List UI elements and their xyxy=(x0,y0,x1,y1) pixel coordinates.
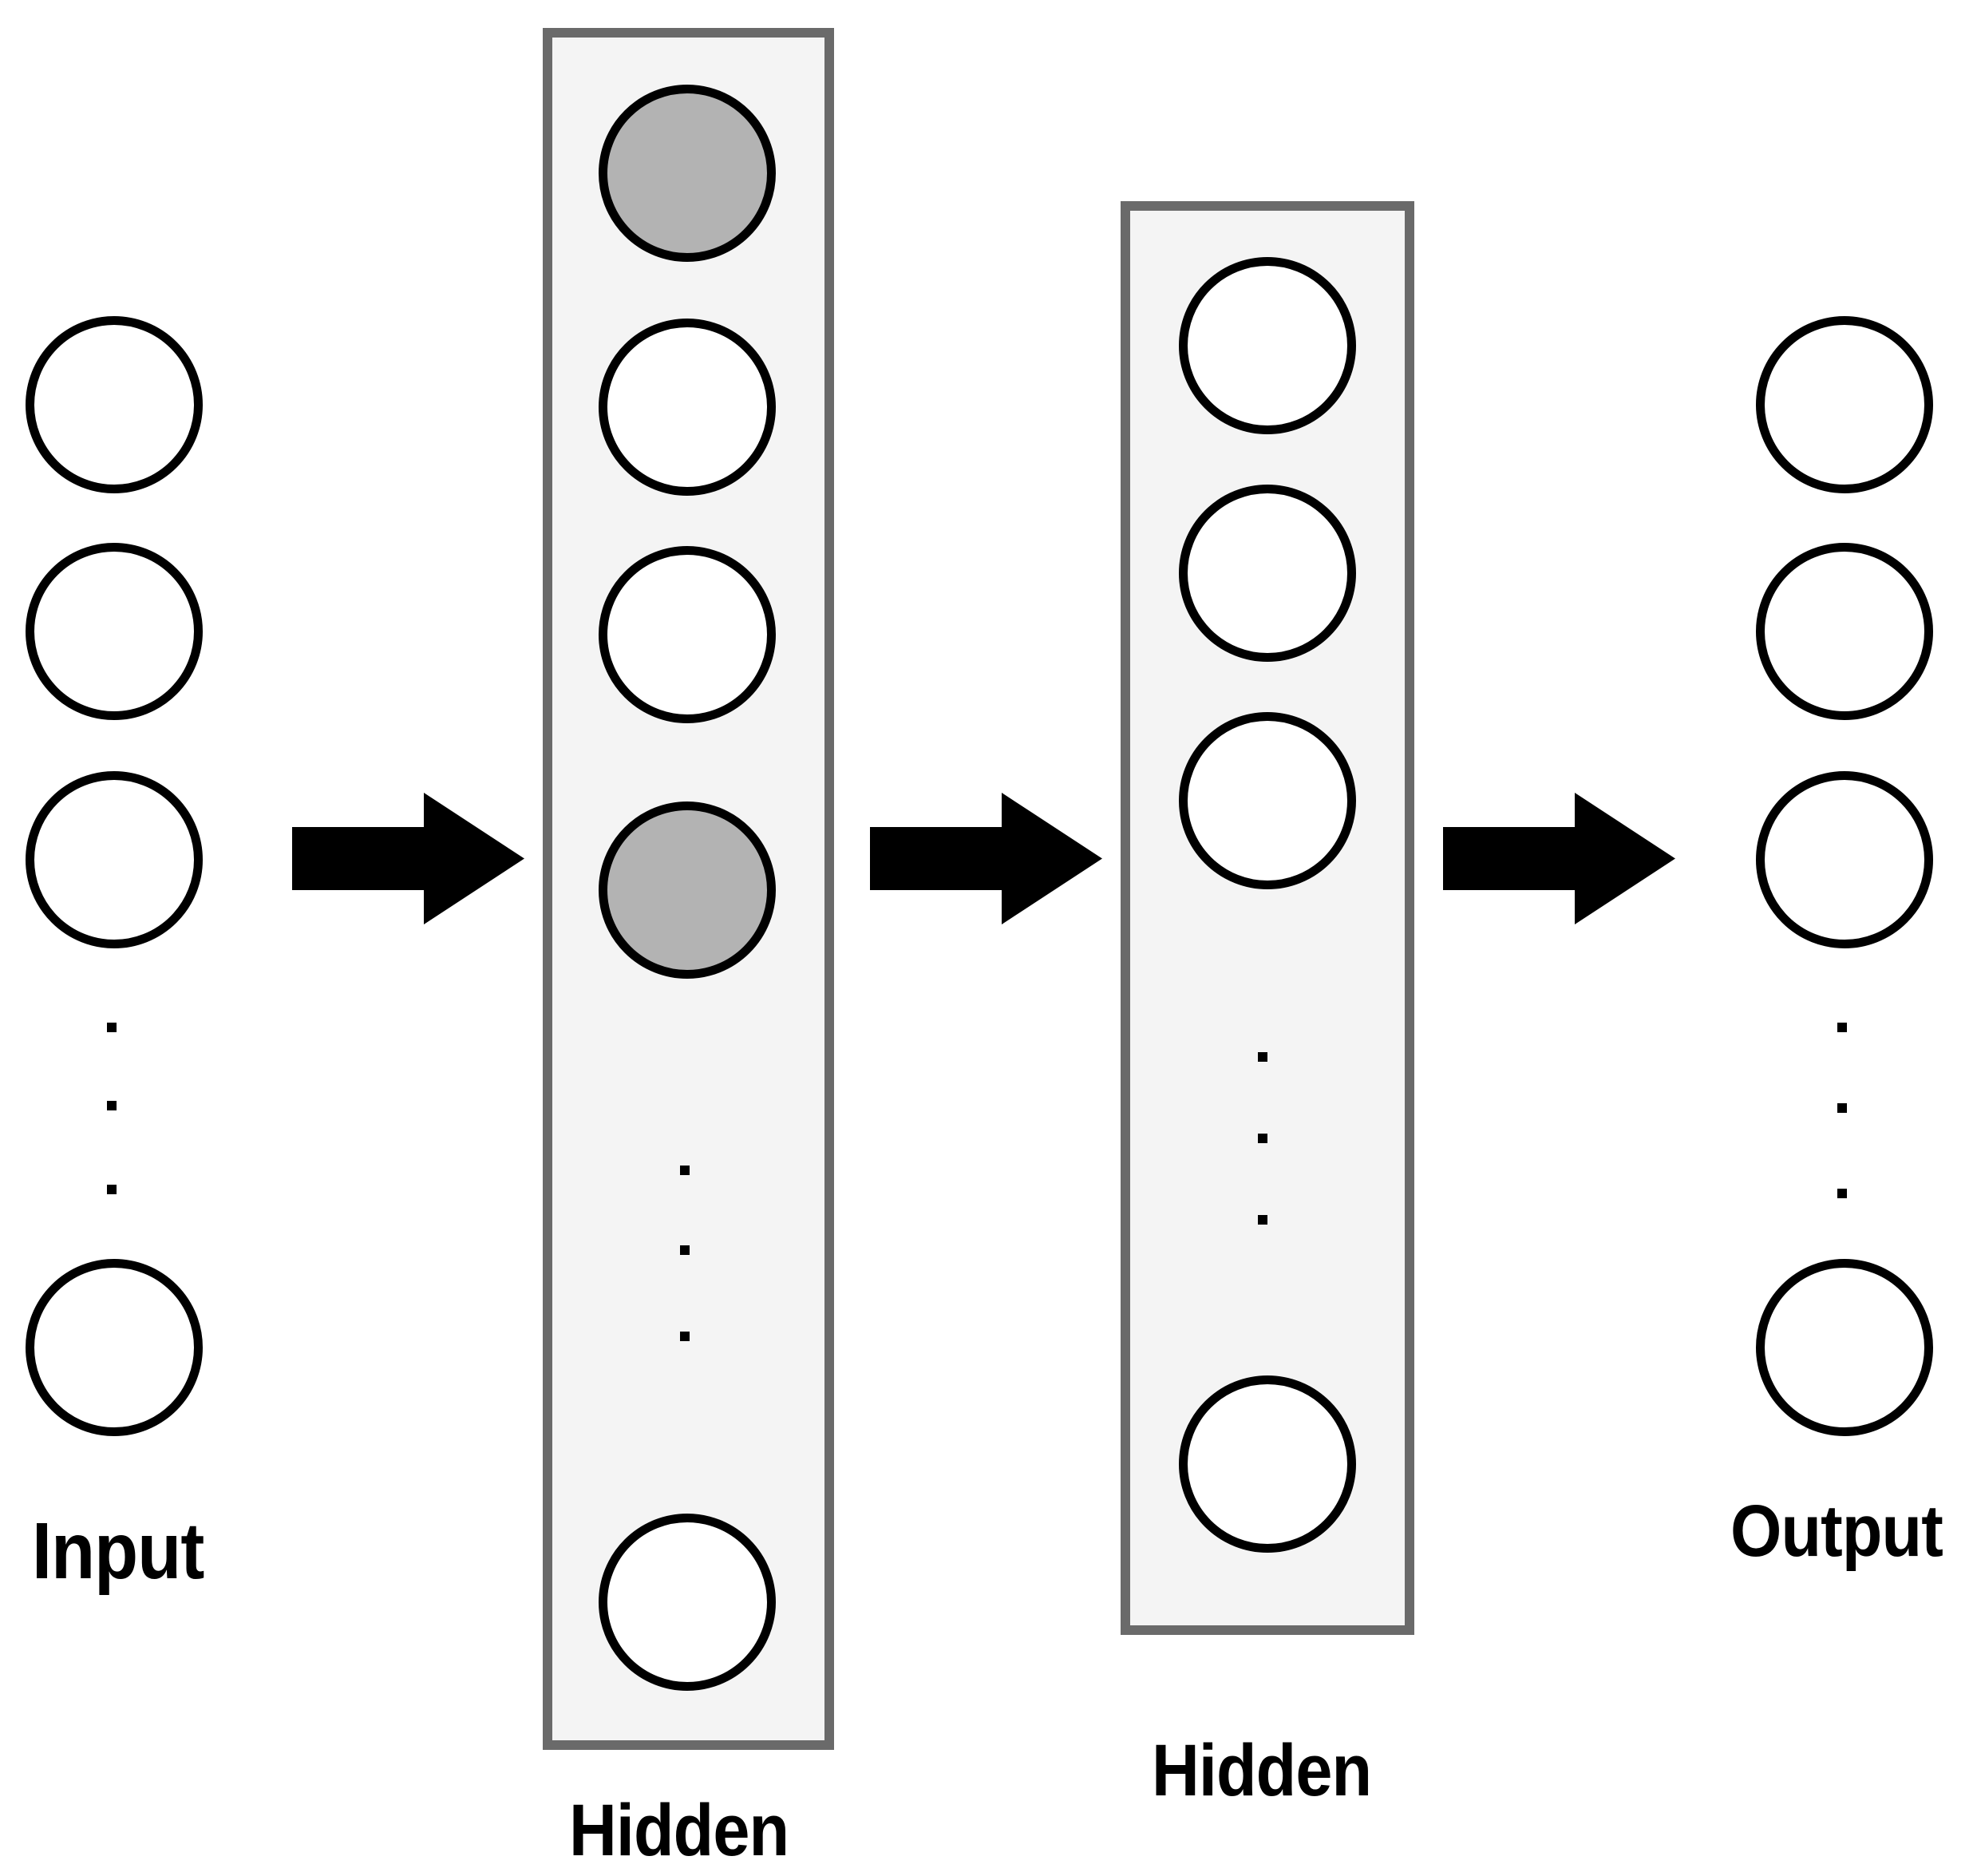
ellipsis-dot xyxy=(680,1332,690,1341)
ellipsis-dot xyxy=(107,1185,117,1194)
hidden-layer-2-label: Hidden xyxy=(1152,1730,1372,1811)
output-layer-node xyxy=(1756,771,1933,948)
hidden-layer-1-node-shaded xyxy=(599,85,776,262)
right-arrow-icon xyxy=(1443,793,1675,924)
output-layer-node xyxy=(1756,316,1933,493)
right-arrow-icon xyxy=(292,793,524,924)
ellipsis-dot xyxy=(1258,1215,1267,1225)
hidden-layer-2-node xyxy=(1179,257,1356,434)
input-layer-label: Input xyxy=(32,1506,204,1596)
hidden-layer-1-node xyxy=(599,319,776,496)
hidden-layer-2-node xyxy=(1179,1375,1356,1553)
hidden-layer-2-node xyxy=(1179,485,1356,662)
hidden-layer-1-box xyxy=(543,28,834,1750)
input-layer-node xyxy=(26,543,203,720)
output-layer-node xyxy=(1756,543,1933,720)
hidden-layer-1-label: Hidden xyxy=(569,1790,789,1871)
hidden-layer-2-node xyxy=(1179,712,1356,889)
input-layer-node xyxy=(26,1259,203,1436)
ellipsis-dot xyxy=(107,1101,117,1110)
ellipsis-dot xyxy=(1837,1023,1847,1032)
input-layer-node xyxy=(26,771,203,948)
ellipsis-dot xyxy=(1258,1052,1267,1062)
ellipsis-dot xyxy=(1837,1189,1847,1198)
hidden-layer-1-node xyxy=(599,1514,776,1691)
output-layer-label: Output xyxy=(1730,1490,1943,1572)
ellipsis-dot xyxy=(680,1166,690,1175)
ellipsis-dot xyxy=(107,1023,117,1032)
ellipsis-dot xyxy=(1258,1134,1267,1143)
hidden-layer-1-node xyxy=(599,546,776,723)
right-arrow-icon xyxy=(870,793,1102,924)
output-layer-node xyxy=(1756,1259,1933,1436)
hidden-layer-1-node-shaded xyxy=(599,801,776,979)
ellipsis-dot xyxy=(1837,1103,1847,1113)
input-layer-node xyxy=(26,316,203,493)
ellipsis-dot xyxy=(680,1245,690,1255)
